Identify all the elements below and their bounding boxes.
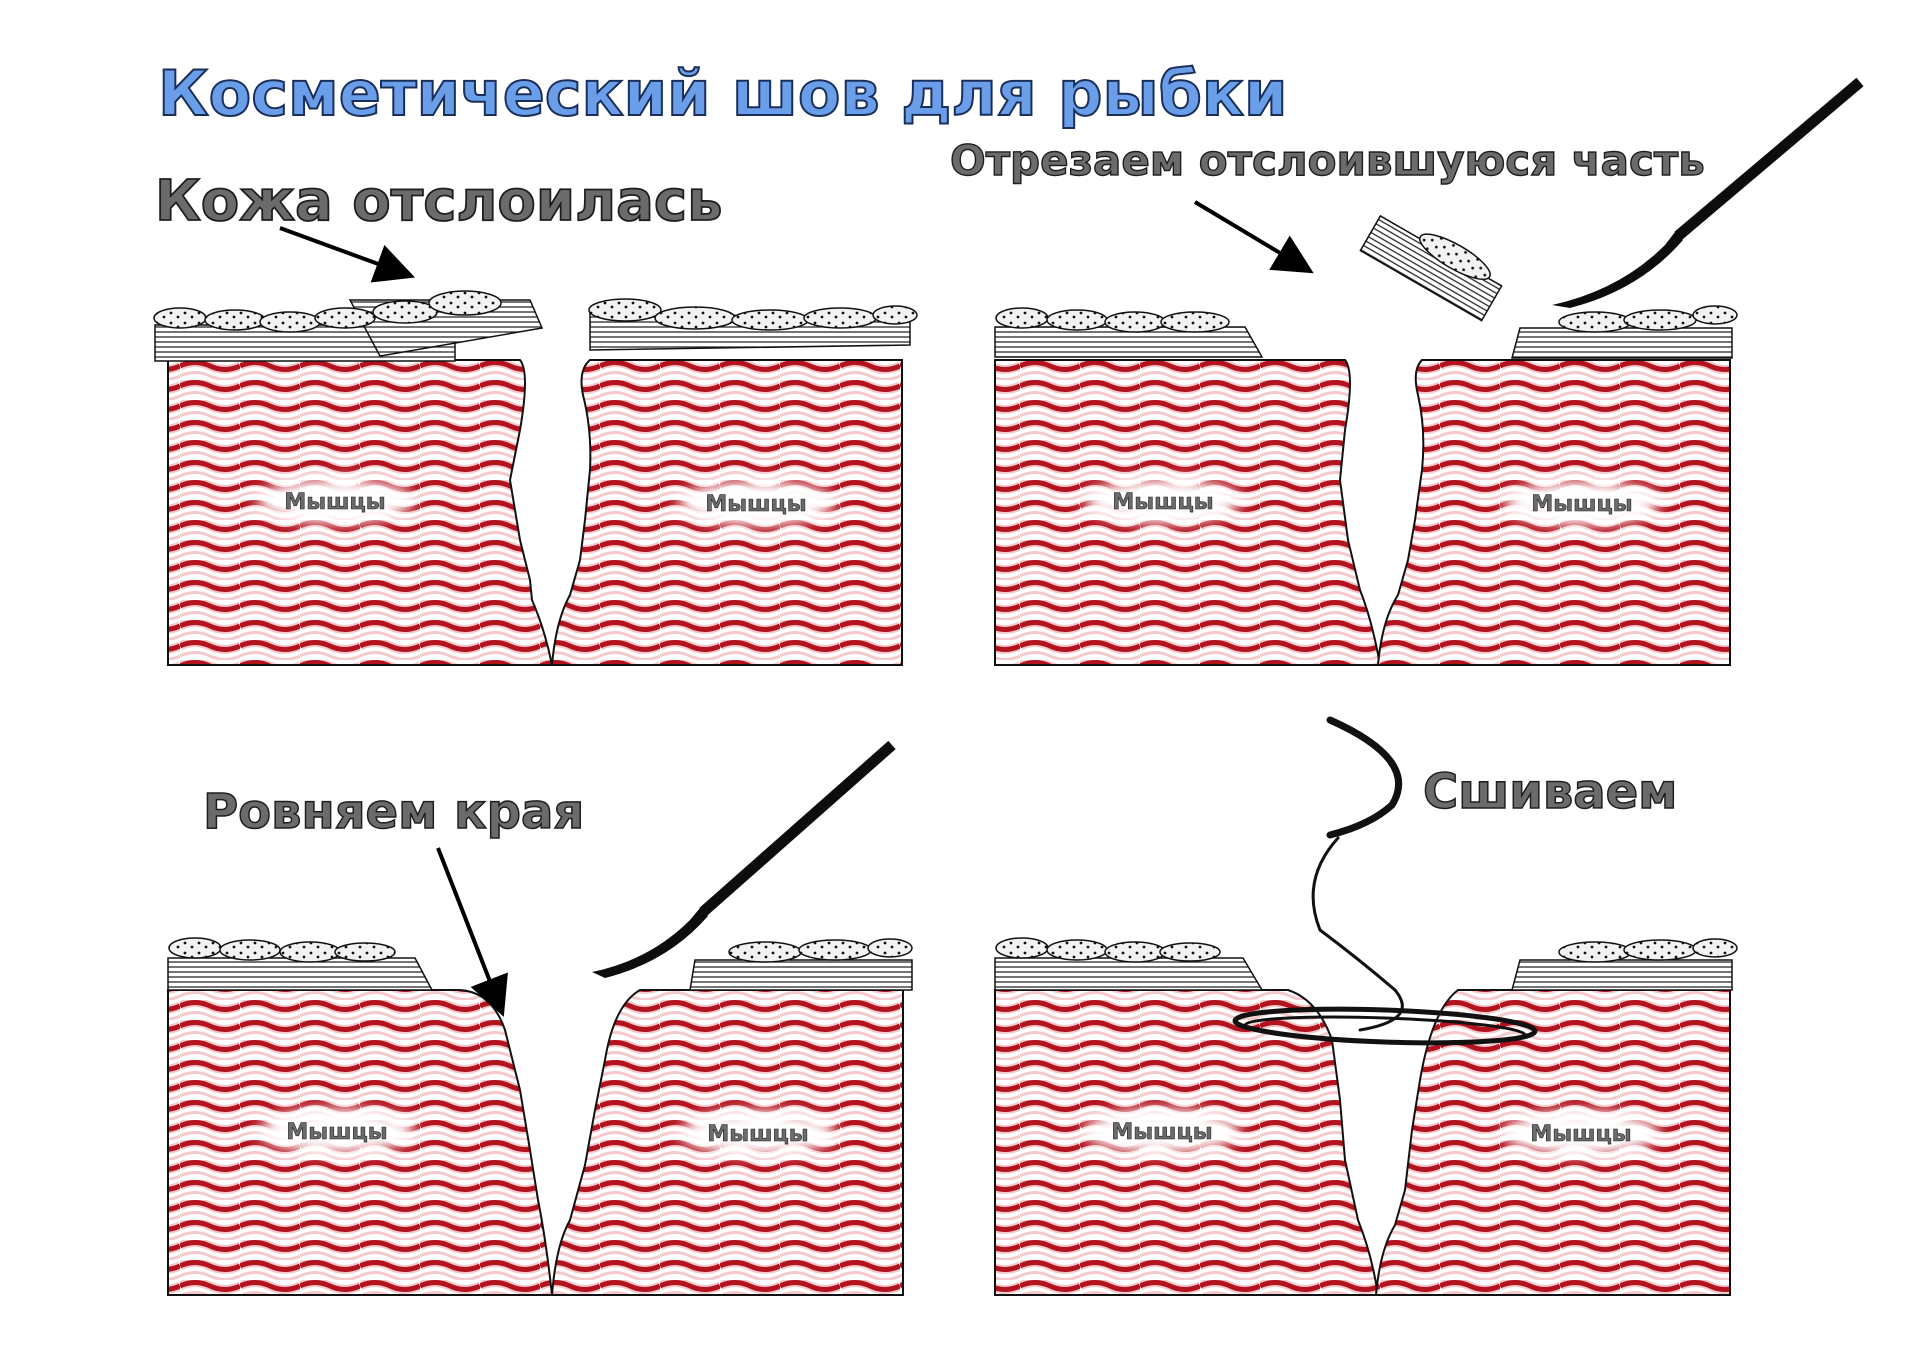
- muscle-label-left: Мышцы: [1111, 1120, 1212, 1145]
- scales-left: [153, 290, 502, 333]
- panel-caption: Сшиваем: [1423, 764, 1677, 820]
- skin-layer-left: [167, 957, 434, 991]
- skin-layer-right: [1511, 959, 1733, 991]
- panel-cut-off: Мышцы Мышцы Отрезаем отслоившуюся часть: [949, 77, 1864, 666]
- arrow-icon: [279, 226, 416, 283]
- panel-caption: Отрезаем отслоившуюся часть: [950, 136, 1705, 185]
- scales-left: [995, 937, 1221, 963]
- panel-trim-edges: Мышцы Мышцы Ровняем края: [167, 740, 913, 1296]
- muscle-label-left: Мышцы: [286, 1120, 387, 1145]
- muscle-label-right: Мышцы: [705, 492, 806, 517]
- muscle-label-right: Мышцы: [1531, 492, 1632, 517]
- panel-skin-peeled: Мышцы Мышцы Кожа отслоилась: [153, 168, 918, 666]
- arrow-icon: [436, 847, 508, 1017]
- diagram-title: Косметический шов для рыбки: [158, 57, 1287, 130]
- muscle-label-left: Мышцы: [284, 490, 385, 515]
- scales-right: [728, 938, 913, 963]
- skin-layer-right: [689, 959, 913, 991]
- panel-caption: Кожа отслоилась: [155, 169, 723, 234]
- suture-needle-icon: [1232, 716, 1538, 1046]
- muscle-label-left: Мышцы: [1112, 490, 1213, 515]
- muscle-label-right: Мышцы: [707, 1122, 808, 1147]
- panel-caption: Ровняем края: [203, 784, 584, 840]
- scales-left: [995, 307, 1230, 333]
- scalpel-icon: [1552, 77, 1864, 308]
- scales-right: [588, 298, 918, 331]
- removed-skin-flap: [1359, 214, 1503, 322]
- arrow-icon: [1193, 200, 1314, 274]
- skin-layer-right: [1511, 327, 1733, 359]
- scales-right: [1558, 938, 1738, 963]
- muscle-label-right: Мышцы: [1530, 1122, 1631, 1147]
- scales-right: [1558, 305, 1738, 333]
- skin-layer-left: [994, 957, 1264, 991]
- panel-stitch: Мышцы Мышцы Сшиваем: [994, 716, 1738, 1296]
- scalpel-icon: [592, 740, 896, 978]
- scales-left: [168, 937, 396, 963]
